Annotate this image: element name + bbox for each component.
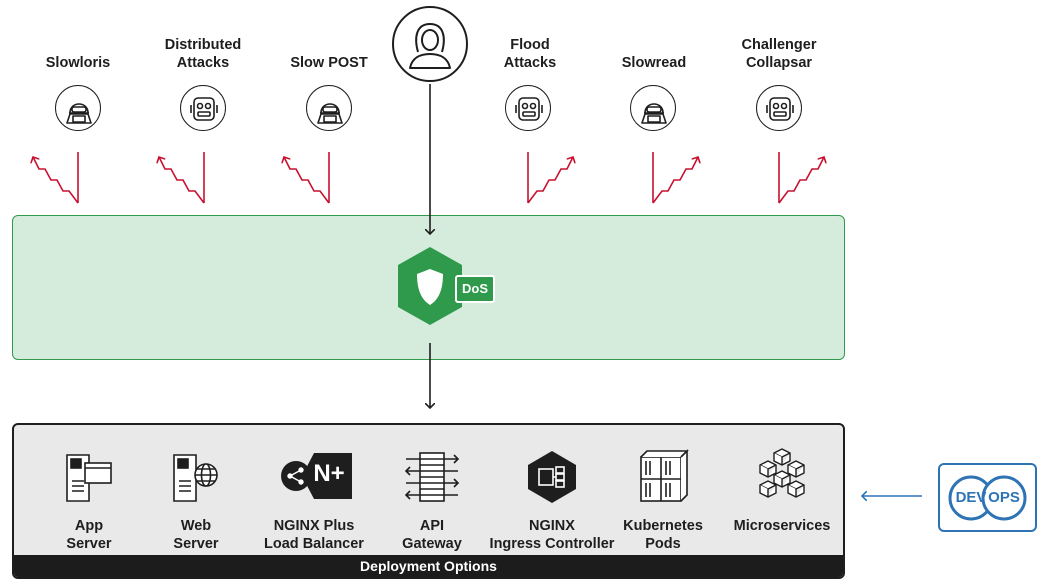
microservices-icon [759,448,805,498]
robot-icon [180,85,226,131]
user-icon [392,6,468,82]
robot-icon [505,85,551,131]
deflect-arrow [284,152,330,204]
deployment-options-panel: App Server Web Server N+ NGINX [12,423,845,579]
deploy-item-web-server: Web Server [136,443,256,553]
deploy-item-kubernetes-pods: Kubernetes Pods [603,443,723,553]
hacker-icon [630,85,676,131]
shield-icon [417,269,443,305]
dos-protection-hexagon [398,247,462,325]
hacker-icon [55,85,101,131]
deploy-item-api-gateway: API Gateway [372,443,492,553]
web-server-icon [173,454,218,502]
deploy-label: NGINX Ingress Controller [489,518,615,552]
deployment-options-footer: Deployment Options [14,555,843,577]
dos-badge-text: DoS [462,281,488,296]
attack-label-flood: Flood Attacks [503,37,557,71]
devops-box: DEV OPS [938,463,1037,532]
nginx-plus-icon [281,453,352,499]
deploy-item-app-server: App Server [29,443,149,553]
devops-dev-label: DEV [955,489,987,506]
deflect-arrow [159,152,205,204]
attack-label-slowread: Slowread [621,55,687,71]
attack-label-challenger: Challenger Collapsar [741,37,817,71]
dos-badge [455,275,495,303]
robot-icon [756,85,802,131]
devops-ops-label: OPS [988,489,1020,506]
deflect-arrow [33,152,79,204]
app-server-icon [66,454,112,502]
api-gateway-icon [404,452,460,502]
attack-label-slow-post: Slow POST [290,55,368,71]
deploy-label: App Server [66,518,112,552]
hacker-icon [306,85,352,131]
deploy-label: Web Server [173,518,219,552]
devops-icon [948,475,1027,521]
kubernetes-pods-icon [640,449,689,502]
nginx-plus-logo-text: N+ [313,460,345,487]
deploy-label: Microservices [733,518,831,534]
deploy-item-ingress-controller: NGINX Ingress Controller [480,443,624,553]
deflect-arrow [778,152,824,204]
attack-label-slowloris: Slowloris [45,55,111,71]
deploy-label: NGINX Plus Load Balancer [264,518,364,552]
deflect-arrow [652,152,698,204]
deploy-item-microservices: Microservices [722,443,842,535]
deploy-item-nginx-plus: N+ NGINX Plus Load Balancer [254,443,374,553]
attack-label-distributed: Distributed Attacks [164,37,242,71]
ingress-controller-icon [528,451,576,503]
deploy-label: API Gateway [402,518,462,552]
deploy-label: Kubernetes Pods [623,518,703,552]
deflect-arrow [527,152,573,204]
